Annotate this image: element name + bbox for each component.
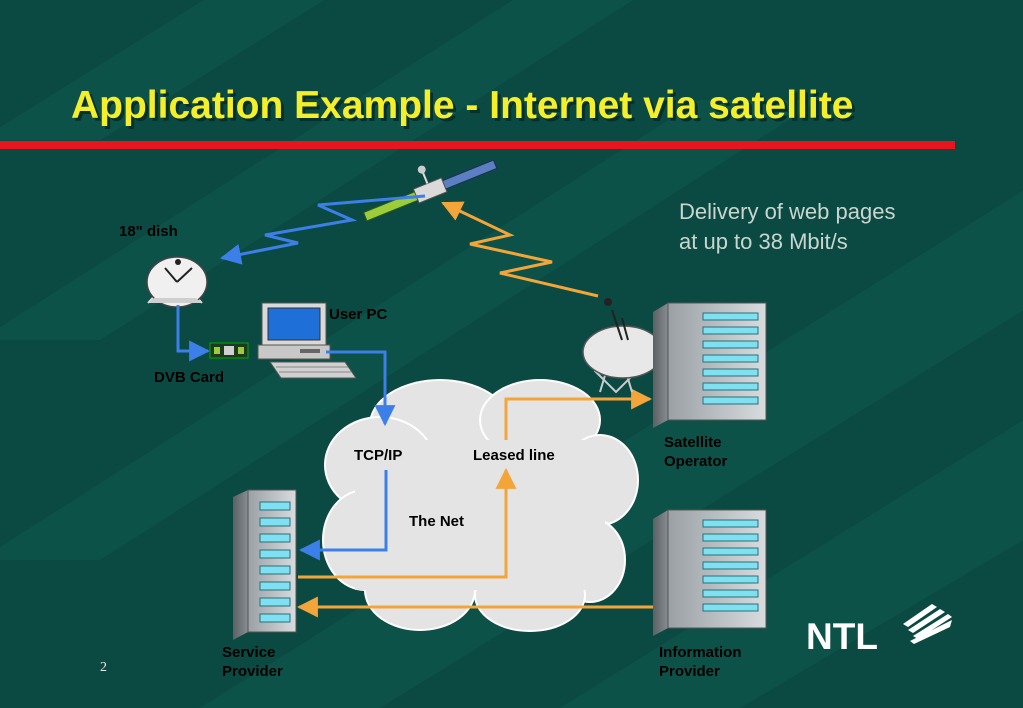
information-provider-label-line-1: Information: [659, 644, 742, 661]
the-net-label: The Net: [409, 513, 464, 530]
service-provider-server-icon: [233, 489, 297, 640]
leased-line-label: Leased line: [473, 447, 555, 464]
uplink-ground-station-to-satellite: [441, 201, 599, 298]
service-provider-label-line-1: Service: [222, 644, 275, 661]
satellite-operator-label-line-2: Operator: [664, 453, 728, 470]
page-number: 2: [100, 660, 107, 675]
page-title-shadow: Application Example - Internet via satel…: [74, 87, 856, 130]
page-title: Application Example - Internet via satel…: [71, 84, 853, 127]
dish-label: 18" dish: [119, 223, 178, 240]
title-rule: [0, 141, 955, 149]
satellite-operator-server-icon: [653, 302, 767, 428]
tcp-ip-label: TCP/IP: [354, 447, 402, 464]
link-tcp-ip-to-service-provider: [298, 470, 388, 561]
link-service-provider-to-leased-line: [298, 467, 517, 579]
subtitle-line-1: Delivery of web pages: [679, 199, 895, 224]
link-leased-line-to-satellite-operator: [504, 388, 653, 440]
link-pc-to-tcp-ip: [326, 350, 396, 427]
link-dish-to-dvb-card: [176, 305, 211, 362]
user-pc-label: User PC: [329, 306, 388, 323]
information-provider-server-icon: [653, 509, 767, 636]
service-provider-label-line-2: Provider: [222, 663, 283, 680]
ntl-logo-text: NTL: [806, 616, 878, 657]
satellite-operator-label-line-1: Satellite: [664, 434, 722, 451]
dvb-card-label: DVB Card: [154, 369, 224, 386]
ntl-logo-stripes-icon: [903, 604, 952, 644]
subtitle-line-2: at up to 38 Mbit/s: [679, 229, 848, 254]
satellite-dish-icon: [146, 256, 208, 308]
dvb-card-icon: [209, 342, 249, 359]
downlink-satellite-to-dish: [219, 194, 426, 265]
internet-cloud: [322, 379, 639, 632]
ntl-logo: NTL: [806, 604, 952, 657]
information-provider-label-line-2: Provider: [659, 663, 720, 680]
user-pc-icon: [257, 302, 357, 379]
